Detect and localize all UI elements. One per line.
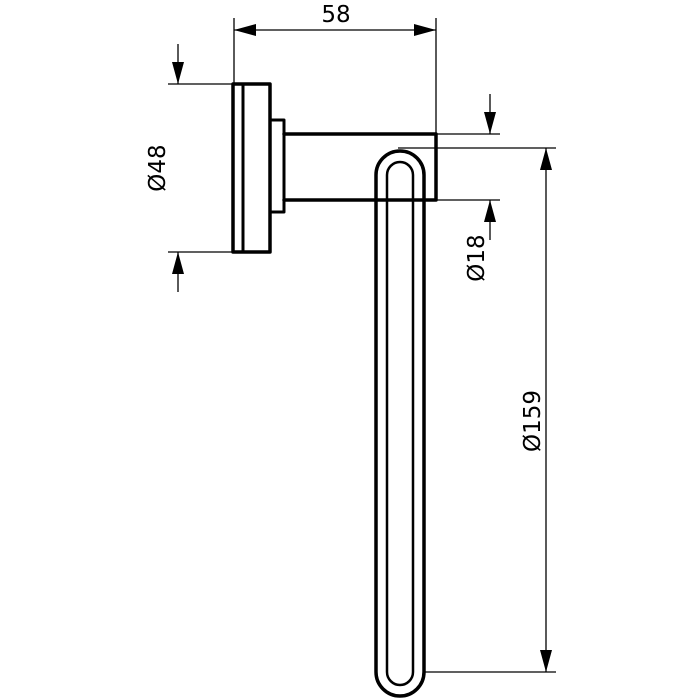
width-dimension xyxy=(233,18,437,134)
arrowhead-top xyxy=(172,62,184,84)
mount-diameter-dimension xyxy=(168,44,233,292)
arrowhead-bottom xyxy=(484,200,496,222)
arrowhead-top xyxy=(540,148,552,170)
wall-plate xyxy=(231,82,272,254)
width-label: 58 xyxy=(321,2,350,28)
bar-diameter-label: Ø18 xyxy=(464,234,490,281)
mount-diameter-label: Ø48 xyxy=(145,144,171,191)
product-outline xyxy=(231,82,438,698)
ring-outer xyxy=(374,149,426,698)
collar xyxy=(268,118,286,214)
bar-diameter-dimension xyxy=(436,94,500,240)
ring-diameter-dimension xyxy=(398,147,556,673)
arm xyxy=(282,132,438,202)
ring-diameter-label: Ø159 xyxy=(520,390,546,452)
arrowhead-left xyxy=(234,24,256,36)
arrowhead-right xyxy=(414,24,436,36)
arrowhead-bottom xyxy=(172,252,184,274)
arrowhead-top xyxy=(484,112,496,134)
arrowhead-bottom xyxy=(540,650,552,672)
ring-inner xyxy=(385,160,415,687)
